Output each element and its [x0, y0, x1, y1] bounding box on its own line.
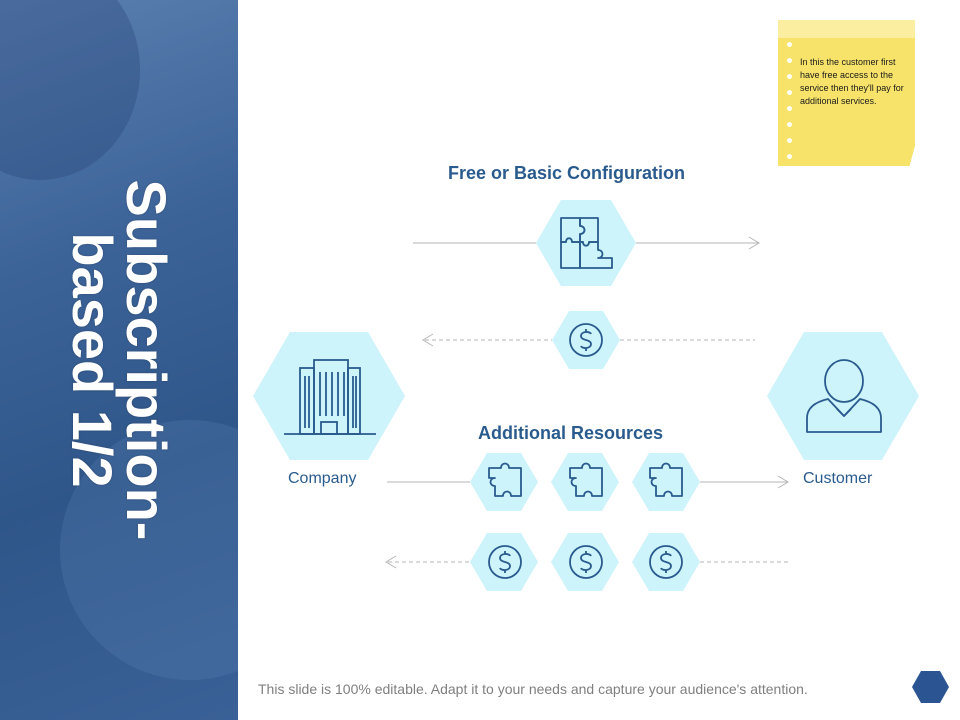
company-hexagon	[253, 332, 405, 460]
puzzle-icon	[560, 217, 613, 269]
resource-hexagon-3	[632, 453, 700, 511]
resource-hexagon-2	[551, 453, 619, 511]
customer-label: Customer	[803, 470, 873, 487]
payment-hexagon	[552, 311, 620, 369]
sticky-note-header	[778, 20, 915, 38]
free-configuration-heading: Free or Basic Configuration	[448, 163, 686, 183]
payment-arrow-head	[422, 333, 434, 347]
fee-hexagon-3	[632, 533, 700, 591]
person-icon	[806, 359, 882, 433]
sidebar-panel: Subscription- based 1/2	[0, 0, 238, 720]
fee-hexagon-2	[551, 533, 619, 591]
sticky-note-bullets	[787, 42, 795, 170]
sticky-note-text: In this the customer first have free acc…	[800, 57, 904, 106]
free-configuration-hexagon	[536, 200, 636, 286]
top-arrow-head	[748, 236, 760, 250]
company-label: Company	[288, 470, 357, 487]
building-icon	[284, 359, 376, 435]
resources-arrow-head	[777, 475, 789, 489]
next-slide-hexagon[interactable]	[912, 671, 949, 703]
fee-hexagon-1	[470, 533, 538, 591]
additional-resources-heading: Additional Resources	[478, 423, 664, 443]
resource-hexagon-1	[470, 453, 538, 511]
sticky-note	[778, 20, 915, 166]
customer-hexagon	[767, 332, 919, 460]
fees-arrow-head	[385, 555, 397, 569]
footer-text: This slide is 100% editable. Adapt it to…	[258, 681, 808, 697]
